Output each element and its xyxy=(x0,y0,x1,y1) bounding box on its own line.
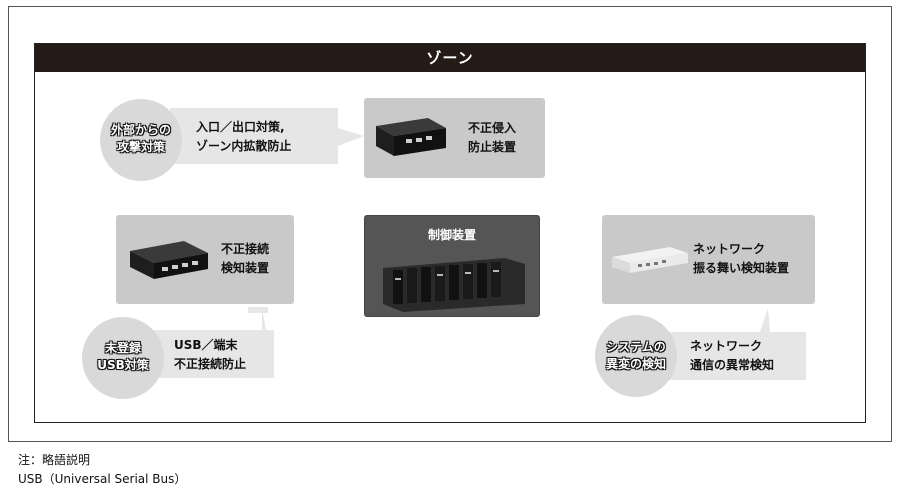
network-appliance-icon xyxy=(130,241,208,279)
usb-text-line1: USB／端末 xyxy=(174,338,238,352)
plc-rack-icon xyxy=(383,258,525,312)
connection-detection-device: 不正接続 検知装置 xyxy=(116,215,294,304)
system-circle-line1: システムの xyxy=(606,340,666,354)
network-behavior-label-line1: ネットワーク xyxy=(693,242,766,256)
system-circle-line2: 異変の検知 xyxy=(605,357,666,371)
usb-circle xyxy=(82,317,164,399)
system-text-line2: 通信の異常検知 xyxy=(690,358,775,372)
control-device: 制御装置 xyxy=(364,215,540,317)
network-behavior-label-line2: 振る舞い検知装置 xyxy=(693,261,790,275)
external-text-line1: 入口／出口対策, xyxy=(196,120,285,134)
connection-label-line2: 検知装置 xyxy=(221,261,270,275)
usb-text-line2: 不正接続防止 xyxy=(174,357,247,371)
note-line1: 注：略語説明 xyxy=(18,453,91,467)
external-text-line2: ゾーン内拡散防止 xyxy=(196,139,292,153)
network-appliance-icon xyxy=(376,118,446,156)
network-behavior-device: ネットワーク 振る舞い検知装置 xyxy=(602,215,815,304)
external-circle-line1: 外部からの xyxy=(110,123,171,137)
intrusion-prevention-device: 不正侵入 防止装置 xyxy=(364,98,545,178)
system-anomaly-circle xyxy=(595,315,677,397)
note-line2: USB（Universal Serial Bus） xyxy=(18,472,187,486)
rack-server-icon xyxy=(612,247,688,273)
intrusion-label-line2: 防止装置 xyxy=(468,140,517,154)
zone-title: ゾーン xyxy=(35,44,865,72)
outer-frame xyxy=(8,6,892,442)
intrusion-label-line1: 不正侵入 xyxy=(468,121,517,135)
connection-label-line1: 不正接続 xyxy=(221,242,270,256)
external-attack-circle xyxy=(100,99,182,181)
control-label: 制御装置 xyxy=(427,228,476,242)
system-text-line1: ネットワーク xyxy=(690,339,763,353)
usb-circle-line1: 未登録 xyxy=(104,341,141,355)
usb-circle-line2: USB対策 xyxy=(97,358,149,372)
external-circle-line2: 攻撃対策 xyxy=(116,140,165,154)
